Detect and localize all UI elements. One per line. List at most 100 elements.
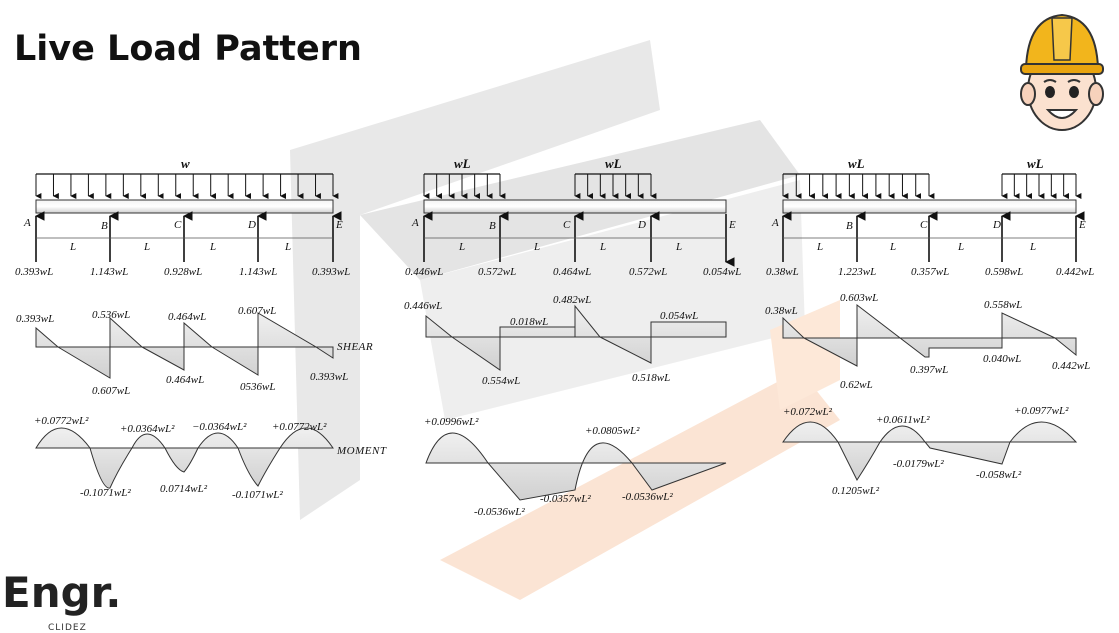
distributed-load-2b [574, 173, 657, 199]
reaction-label: 0.38wL [766, 266, 799, 278]
support-label-d: D [637, 219, 646, 231]
moment-diagram-1 [35, 427, 334, 489]
shear-label: 0.464wL [168, 311, 206, 323]
support-label-a: A [771, 217, 779, 229]
reaction-label: 0.393wL [312, 266, 350, 278]
moment-label: +0.0805wL² [585, 425, 640, 437]
reaction-label: 0.393wL [15, 266, 53, 278]
diagram-1: w A B C D E L L L L 0.393wL 1.143wL 0.92… [15, 156, 387, 501]
span-label: L [533, 241, 540, 253]
reaction-label: 1.223wL [838, 266, 876, 278]
shear-label: 0.393wL [310, 371, 348, 383]
span-label: L [209, 241, 216, 253]
diagram-3: wL wL A B C D E L L L L 0.38wL 1.223wL 0… [765, 156, 1094, 497]
shear-label: 0.558wL [984, 299, 1022, 311]
shear-label: 0536wL [240, 381, 275, 393]
reaction-label: 0.446wL [405, 266, 443, 278]
supports [782, 211, 1085, 262]
span-label: L [816, 241, 823, 253]
reaction-label: 0.572wL [478, 266, 516, 278]
distributed-load-3a [782, 173, 935, 199]
moment-label: -0.0179wL² [893, 458, 944, 470]
distributed-load-2a [423, 173, 506, 199]
shear-label: 0.554wL [482, 375, 520, 387]
support-label-b: B [846, 220, 853, 232]
shear-label: 0.018wL [510, 316, 548, 328]
moment-label: -0.1071wL² [232, 489, 283, 501]
support-label-a: A [23, 217, 31, 229]
shear-label: 0.464wL [166, 374, 204, 386]
reaction-label: 0.054wL [703, 266, 741, 278]
logo-main-text: Engr. [2, 568, 121, 617]
shear-label: 0.607wL [92, 385, 130, 397]
support-label-c: C [174, 219, 182, 231]
load-label: w [181, 156, 190, 171]
support-label-c: C [563, 219, 571, 231]
reaction-label: 0.598wL [985, 266, 1023, 278]
moment-label: +0.0364wL² [120, 423, 175, 435]
moment-label: +0.072wL² [783, 406, 833, 418]
moment-label: +0.0772wL² [34, 415, 89, 427]
moment-label: +0.0996wL² [424, 416, 479, 428]
reaction-label: 0.357wL [911, 266, 949, 278]
shear-diagram-3 [782, 303, 1077, 367]
load-label: wL [848, 156, 865, 171]
moment-label: −0.0364wL² [192, 421, 247, 433]
support-label-e: E [728, 219, 736, 231]
shear-label: 0.397wL [910, 364, 948, 376]
moment-label: 0.0714wL² [160, 483, 208, 495]
span-label: L [284, 241, 291, 253]
background-watermark [290, 40, 840, 600]
moment-label: +0.0772wL² [272, 421, 327, 433]
supports [423, 211, 735, 267]
beam [35, 199, 334, 214]
support-label-d: D [247, 219, 256, 231]
shear-caption: SHEAR [337, 341, 373, 353]
shear-label: 0.536wL [92, 309, 130, 321]
shear-label: 0.054wL [660, 310, 698, 322]
page-title: Live Load Pattern [14, 29, 362, 69]
span-label: L [675, 241, 682, 253]
beam [782, 199, 1077, 214]
span-label: L [1029, 241, 1036, 253]
moment-label: -0.1071wL² [80, 487, 131, 499]
moment-diagram-3 [782, 421, 1078, 482]
reaction-label: 0.928wL [164, 266, 202, 278]
shear-label: 0.38wL [765, 305, 798, 317]
shear-label: 0.040wL [983, 353, 1021, 365]
distributed-load-3b [1001, 173, 1082, 199]
support-label-e: E [1078, 219, 1086, 231]
moment-label: +0.0977wL² [1014, 405, 1069, 417]
load-label: wL [454, 156, 471, 171]
moment-caption: MOMENT [336, 445, 387, 457]
shear-label: 0.607wL [238, 305, 276, 317]
support-label-b: B [101, 220, 108, 232]
supports [35, 211, 342, 262]
span-label: L [889, 241, 896, 253]
support-label-e: E [335, 219, 343, 231]
support-label-d: D [992, 219, 1001, 231]
logo-sub-text: CLIDEZ [48, 623, 87, 633]
reaction-label: 1.143wL [90, 266, 128, 278]
diagram-2: wL wL A B C D E L L L L 0.446wL 0.572wL … [404, 156, 741, 518]
reaction-label: 1.143wL [239, 266, 277, 278]
shear-label: 0.603wL [840, 292, 878, 304]
support-label-c: C [920, 219, 928, 231]
shear-diagram-2 [425, 304, 727, 371]
reaction-label: 0.572wL [629, 266, 667, 278]
moment-label: -0.0536wL² [474, 506, 525, 518]
reaction-label: 0.464wL [553, 266, 591, 278]
engr-clidez-logo: Engr. CLIDEZ [2, 568, 121, 633]
moment-label: +0.0611wL² [876, 414, 930, 426]
moment-label: -0.0536wL² [622, 491, 673, 503]
shear-label: 0.446wL [404, 300, 442, 312]
support-label-a: A [411, 217, 419, 229]
span-label: L [143, 241, 150, 253]
load-label: wL [1027, 156, 1044, 171]
engineer-mascot-icon [1020, 13, 1104, 131]
span-label: L [599, 241, 606, 253]
shear-label: 0.518wL [632, 372, 670, 384]
distributed-load-1 [35, 173, 339, 199]
moment-label: -0.0357wL² [540, 493, 591, 505]
